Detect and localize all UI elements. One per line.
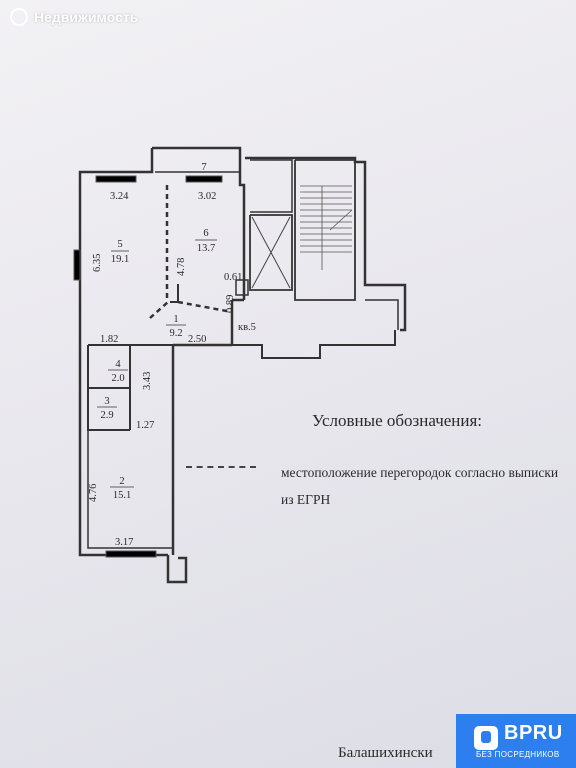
room-5-area: 19.1 [111,254,129,265]
room-7-number: 7 [201,162,206,173]
room-4-number: 4 [115,359,121,370]
yandex-logo-icon [10,8,28,26]
dim-3-43: 3.43 [142,372,153,390]
bpru-badge[interactable]: BPRU БЕЗ ПОСРЕДНИКОВ [456,714,576,768]
room-2-number: 2 [119,476,124,487]
dim-3-17: 3.17 [115,537,133,548]
dim-0-61: 0.61 [224,272,242,283]
dim-4-78: 4.78 [176,258,187,276]
apartment-label: кв.5 [238,322,256,333]
watermark-service: Недвижимость [34,9,139,25]
legend-title: Условные обозначения: [312,411,483,430]
room-1-area: 9.2 [169,328,182,339]
dim-4-76: 4.76 [88,484,99,502]
room-5-number: 5 [117,239,122,250]
room-6-number: 6 [203,228,208,239]
dim-6-35: 6.35 [92,254,103,272]
bpru-subtitle: БЕЗ ПОСРЕДНИКОВ [476,750,560,759]
room-4-area: 2.0 [111,373,124,384]
dim-3-24: 3.24 [110,191,129,202]
room-3-area: 2.9 [100,410,113,421]
room-3-number: 3 [104,396,109,407]
yandex-realty-watermark: Недвижимость [10,8,138,26]
dim-1-82: 1.82 [100,334,118,345]
room-6-area: 13.7 [197,243,215,254]
dim-0-89: 0.89 [225,295,236,313]
room-2-area: 15.1 [113,490,131,501]
footer-text: Балашихински [338,745,433,761]
dim-3-02: 3.02 [198,191,216,202]
room-1-number: 1 [173,314,178,325]
legend-dashed-line-description: местоположение перегородок согласно выпи… [281,465,559,507]
bpru-name: BPRU [504,722,563,744]
legend-dashed-line [186,466,256,468]
bpru-logo-icon [474,726,498,750]
dim-2-50: 2.50 [188,334,206,345]
dim-1-27: 1.27 [136,420,154,431]
